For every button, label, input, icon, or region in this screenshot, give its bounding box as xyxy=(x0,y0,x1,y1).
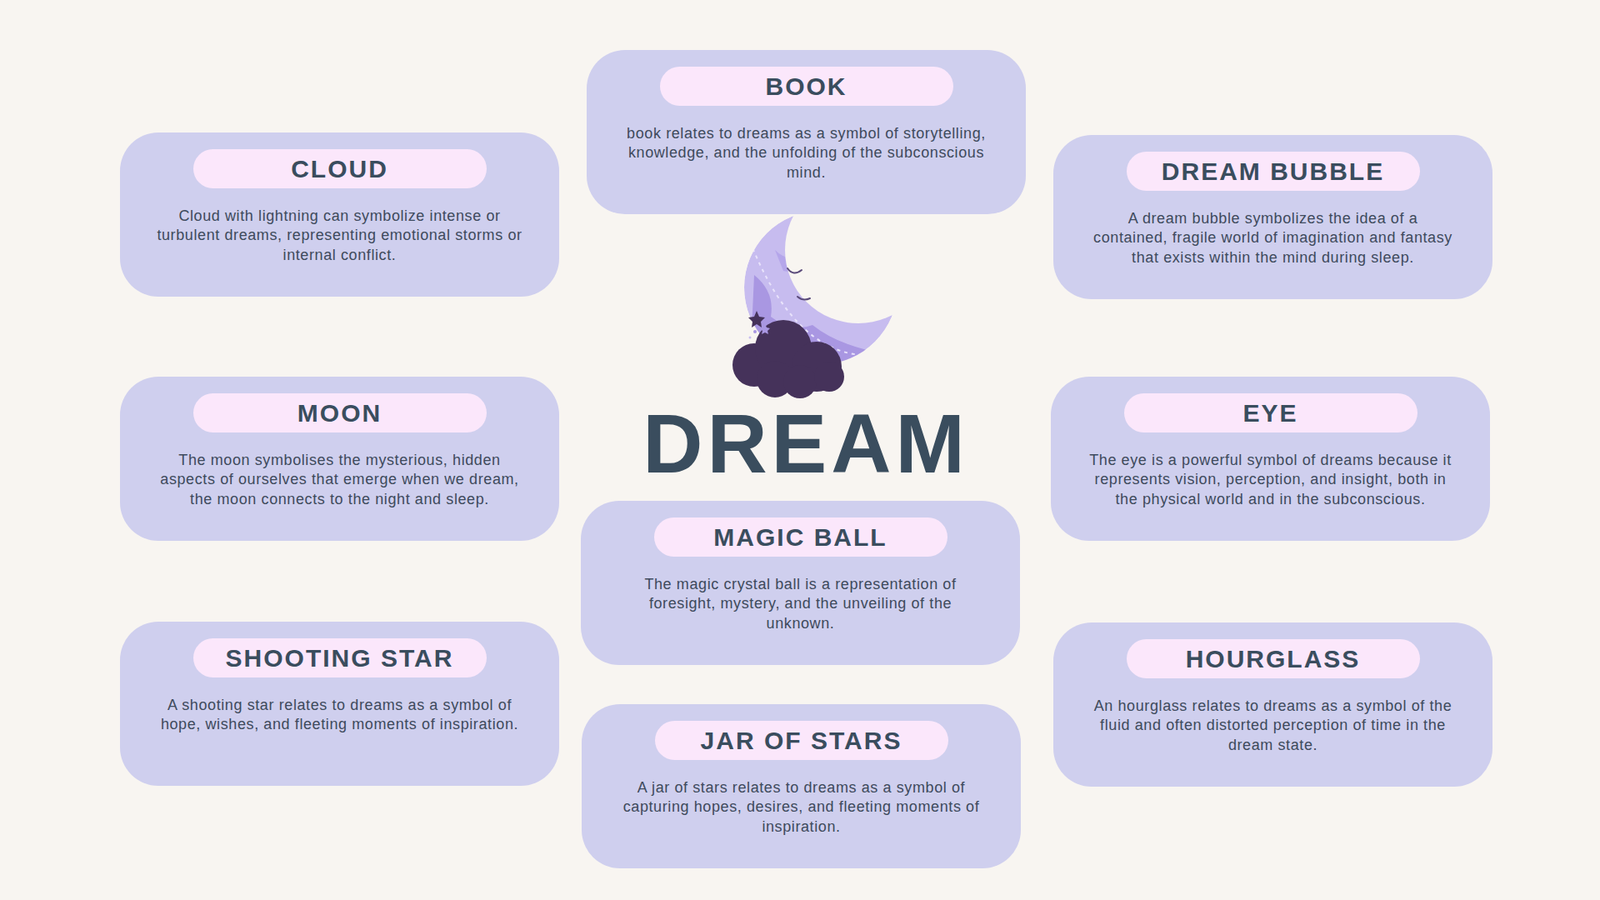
symbol-card: JAR OF STARS A jar of stars relates to dr… xyxy=(581,704,1021,869)
star xyxy=(748,310,765,328)
symbol-card: SHOOTING STAR A shooting star relates to … xyxy=(120,621,560,786)
card-heading: SHOOTING STAR xyxy=(193,638,487,678)
card-description: A jar of stars relates to dreams as a sy… xyxy=(618,778,985,837)
card-description: The magic crystal ball is a representati… xyxy=(617,575,984,634)
symbol-card: MAGIC BALL The magic crystal ball is a re… xyxy=(580,500,1020,665)
card-heading: MAGIC BALL xyxy=(654,517,948,557)
diagram-title: DREAM xyxy=(642,401,970,485)
card-description: book relates to dreams as a symbol of st… xyxy=(623,124,990,183)
card-heading: BOOK xyxy=(660,66,954,106)
card-description: The moon symbolises the mysterious, hidd… xyxy=(156,450,523,510)
card-description: The eye is a powerful symbol of dreams b… xyxy=(1087,450,1454,510)
star-dot xyxy=(749,336,752,340)
closed-eye xyxy=(787,268,802,274)
card-description: A dream bubble symbolizes the idea of a … xyxy=(1090,209,1456,268)
card-description: Cloud with lightning can symbolize inten… xyxy=(156,206,523,265)
card-heading: HOURGLASS xyxy=(1126,639,1420,679)
card-description: An hourglass relates to dreams as a symb… xyxy=(1090,696,1456,755)
symbol-card: BOOK book relates to dreams as a symbol o… xyxy=(586,50,1026,215)
symbol-card: HOURGLASS An hourglass relates to dreams … xyxy=(1053,622,1493,787)
star xyxy=(760,324,770,335)
symbol-card: EYE The eye is a powerful symbol of dream… xyxy=(1050,376,1490,541)
card-description: A shooting star relates to dreams as a s… xyxy=(156,695,523,735)
symbol-card: MOON The moon symbolises the mysterious, … xyxy=(120,376,560,541)
symbol-card: DREAM BUBBLE A dream bubble symbolizes th… xyxy=(1053,135,1493,300)
card-heading: DREAM BUBBLE xyxy=(1126,151,1420,191)
star-dot xyxy=(753,330,757,334)
card-heading: EYE xyxy=(1124,393,1418,433)
dark-cloud xyxy=(732,320,845,399)
card-heading: JAR OF STARS xyxy=(655,720,949,760)
card-heading: MOON xyxy=(193,393,487,433)
mouth xyxy=(797,296,810,300)
card-heading: CLOUD xyxy=(193,149,487,189)
symbol-card: CLOUD Cloud with lightning can symbolize … xyxy=(120,132,560,297)
